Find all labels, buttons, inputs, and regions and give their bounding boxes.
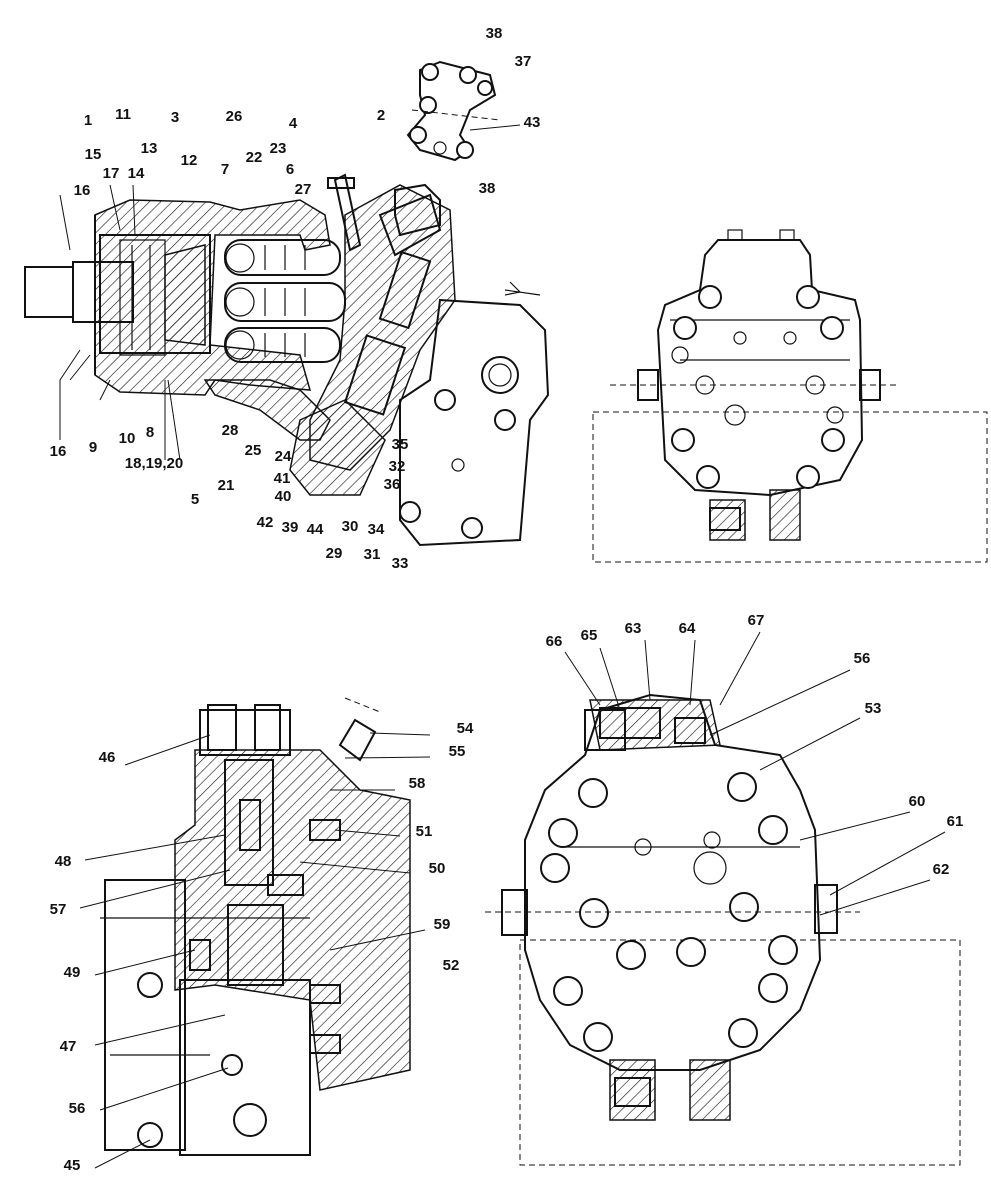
callout-c50: 50: [429, 860, 446, 877]
callout-c67: 67: [748, 612, 765, 629]
callout-c38a: 38: [486, 25, 503, 42]
callout-c54: 54: [457, 720, 474, 737]
callout-c53: 53: [865, 700, 882, 717]
callout-c27: 27: [295, 181, 312, 198]
callout-c23: 23: [270, 140, 287, 157]
callout-c35: 35: [392, 436, 409, 453]
end-view-bottom: [485, 631, 961, 1166]
callout-c56b: 56: [69, 1100, 86, 1117]
callout-c63: 63: [625, 620, 642, 637]
callout-c45: 45: [64, 1157, 81, 1174]
callout-c5: 5: [191, 491, 199, 508]
callout-c30: 30: [342, 518, 359, 535]
callout-c38b: 38: [479, 180, 496, 197]
callout-c26: 26: [226, 108, 243, 125]
callout-c36: 36: [384, 476, 401, 493]
callout-c44: 44: [307, 521, 324, 538]
callout-c49: 49: [64, 964, 81, 981]
callout-c41: 41: [274, 470, 291, 487]
callout-c7: 7: [221, 161, 229, 178]
callout-c22: 22: [246, 149, 263, 166]
callout-c43: 43: [524, 114, 541, 131]
callout-c8: 8: [146, 424, 154, 441]
callout-c62: 62: [933, 861, 950, 878]
end-view-top: [592, 229, 988, 563]
callout-c13: 13: [141, 140, 158, 157]
callout-c33: 33: [392, 555, 409, 572]
callout-c4: 4: [289, 115, 298, 132]
callout-c10: 10: [119, 430, 136, 447]
callout-c48: 48: [55, 853, 72, 870]
callout-c24: 24: [275, 448, 292, 465]
callout-c57: 57: [50, 901, 67, 918]
callout-c6: 6: [286, 161, 294, 178]
callout-c16b: 16: [50, 443, 67, 460]
callout-c15: 15: [85, 146, 102, 163]
callout-c3: 3: [171, 109, 179, 126]
callout-c28: 28: [222, 422, 239, 439]
callout-c59: 59: [434, 916, 451, 933]
callout-c2: 2: [377, 107, 385, 124]
callout-c11: 11: [115, 106, 131, 123]
callout-c37: 37: [515, 53, 532, 70]
drive-shaft: [24, 266, 74, 318]
callout-c17: 17: [103, 165, 120, 182]
callout-c47: 47: [60, 1038, 77, 1055]
callout-c55: 55: [449, 743, 466, 760]
callout-c14: 14: [128, 165, 145, 182]
callout-c1: 1: [84, 112, 92, 129]
callout-c21: 21: [218, 477, 235, 494]
callout-c46: 46: [99, 749, 116, 766]
piston-assembly: [224, 239, 346, 363]
callout-c40: 40: [275, 488, 292, 505]
callout-c60: 60: [909, 793, 926, 810]
callout-c34: 34: [368, 521, 385, 538]
callout-c29: 29: [326, 545, 343, 562]
callout-c31: 31: [364, 546, 381, 563]
bleed-screw: [333, 173, 362, 252]
sectional-view-main: [24, 173, 550, 547]
callout-c52: 52: [443, 957, 460, 974]
callout-c181920: 18,19,20: [125, 455, 183, 472]
callout-c12: 12: [181, 152, 198, 169]
callout-c65: 65: [581, 627, 598, 644]
callout-c64: 64: [679, 620, 696, 637]
callout-c39: 39: [282, 519, 299, 536]
callout-c25: 25: [245, 442, 262, 459]
callout-c42: 42: [257, 514, 274, 531]
callout-c66: 66: [546, 633, 563, 650]
callout-c16a: 16: [74, 182, 91, 199]
vent-fitting: [338, 718, 377, 762]
callout-c58: 58: [409, 775, 426, 792]
side-section-view: [79, 697, 431, 1169]
callout-c61: 61: [947, 813, 964, 830]
callout-c51: 51: [416, 823, 433, 840]
callout-c32: 32: [389, 458, 406, 475]
cover-plate-exploded: [406, 60, 521, 162]
callout-c56a: 56: [854, 650, 871, 667]
control-valve-block: [289, 173, 456, 496]
callout-c9: 9: [89, 439, 97, 456]
